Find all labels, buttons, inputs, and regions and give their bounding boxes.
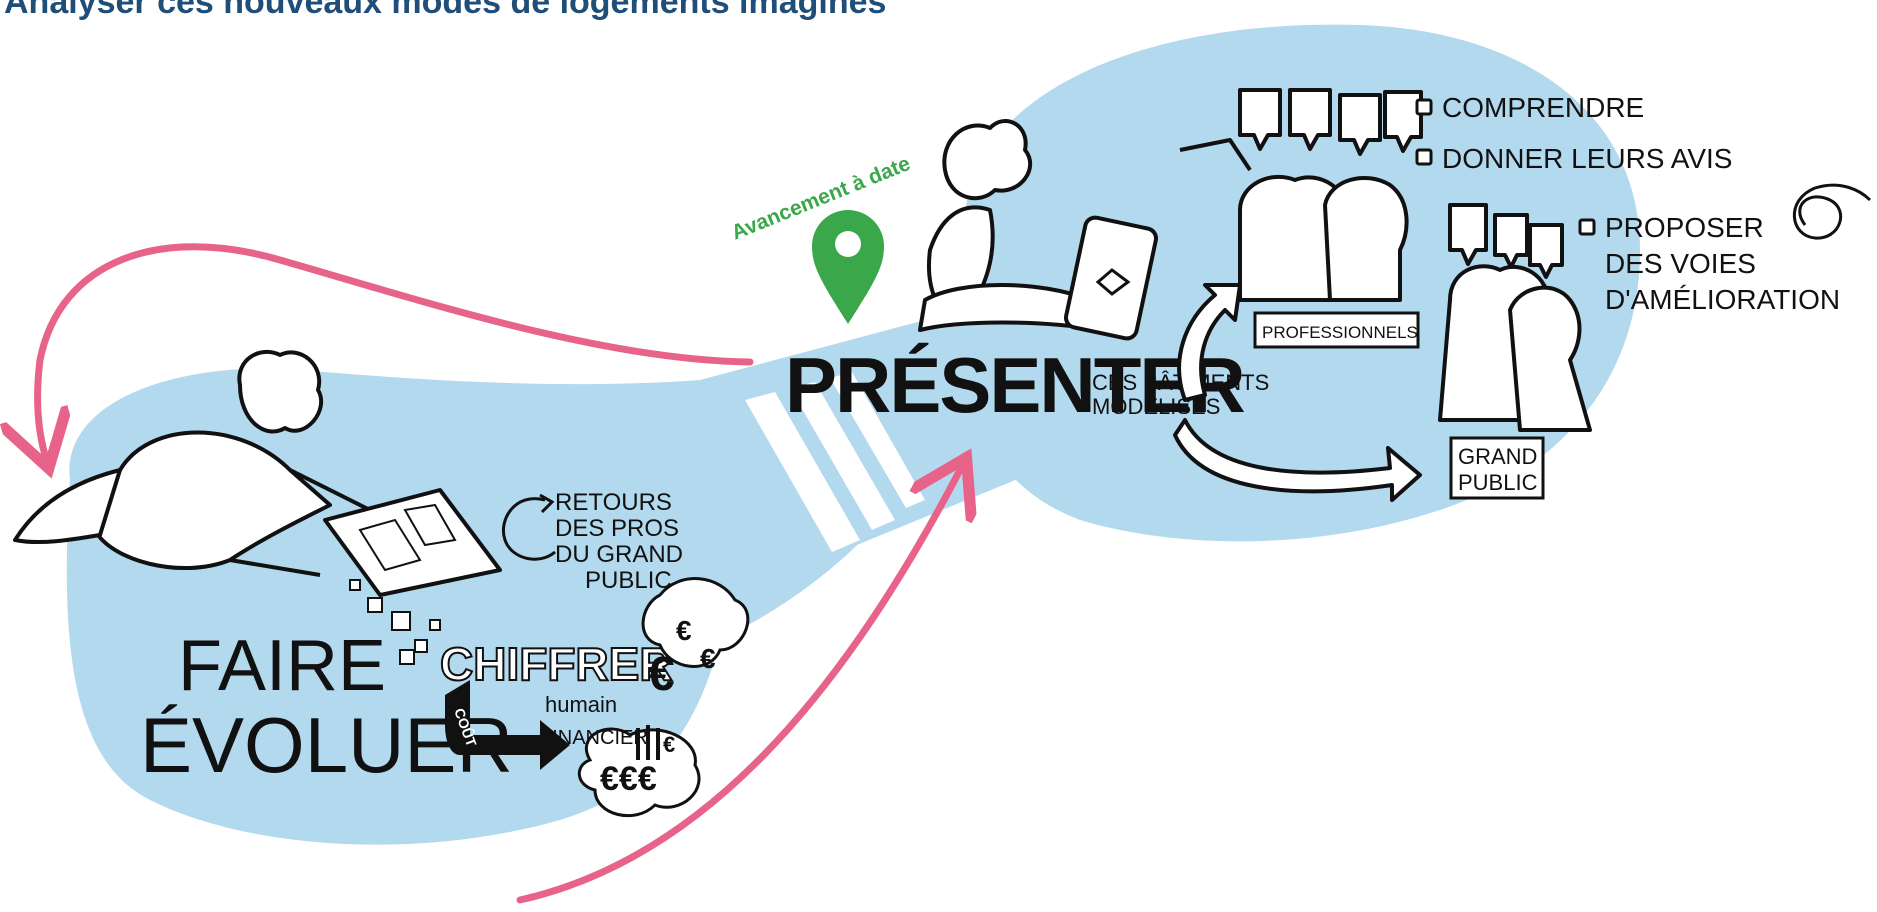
loop-arrow-bottom <box>516 470 960 904</box>
professionals-sign <box>1253 311 1420 349</box>
cost-tag-arrow <box>445 680 570 770</box>
loop-arrow-top <box>38 243 754 455</box>
svg-text:€: € <box>676 615 692 646</box>
cost-verb: CHIFFRER <box>440 638 673 690</box>
presenter-verb: PRÉSENTER <box>785 341 1244 429</box>
goal-item-proposer-line1: PROPOSER <box>1605 212 1764 243</box>
goal-item-avis: DONNER LEURS AVIS <box>1442 143 1732 174</box>
feedback-line3: DU GRAND <box>555 541 683 568</box>
neck-stripes <box>745 372 925 552</box>
builder-character <box>13 349 371 577</box>
people-cost-icon: € <box>636 725 675 760</box>
pixel-squares <box>349 579 441 665</box>
page-title: Analyser ces nouveaux modes de logements… <box>4 0 887 21</box>
goal-bullets <box>1415 98 1596 236</box>
svg-text:€: € <box>700 643 716 674</box>
evolve-line1: FAIRE <box>178 626 386 706</box>
public-group <box>1438 264 1592 432</box>
tablet-icon <box>1064 215 1158 341</box>
blueprint-board <box>323 488 502 597</box>
flow-arrow-up <box>1177 283 1242 402</box>
map-pin-icon <box>812 210 884 324</box>
goal-item-proposer-line3: D'AMÉLIORATION <box>1605 284 1840 315</box>
cost-human: humain <box>545 692 617 717</box>
euro-sign-icon: € € € €€€ <box>577 577 750 818</box>
goal-item-comprendre: COMPRENDRE <box>1442 92 1644 123</box>
svg-text:€: € <box>648 648 675 701</box>
svg-text:€€€: €€€ <box>600 760 657 798</box>
feedback-line4: PUBLIC <box>585 567 672 594</box>
feedback-line2: DES PROS <box>555 515 679 542</box>
feedback-line1: RETOURS <box>555 489 672 516</box>
public-label-line2: PUBLIC <box>1458 470 1538 495</box>
feedback-loop-icon <box>502 493 556 561</box>
svg-text:€: € <box>663 732 675 757</box>
speech-bubble-icon <box>1238 88 1564 279</box>
professionals-label: PROFESSIONNELS <box>1262 323 1418 342</box>
public-label-line1: GRAND <box>1458 444 1537 469</box>
cost-financial: FINANCIER <box>540 727 648 749</box>
goal-item-proposer-line2: DES VOIES <box>1605 248 1756 279</box>
flow-arrow-right <box>1173 418 1422 502</box>
professionals-group <box>1179 138 1409 302</box>
snail-icon <box>1792 183 1872 240</box>
presenter-character <box>918 119 1102 332</box>
public-sign <box>1449 436 1545 500</box>
